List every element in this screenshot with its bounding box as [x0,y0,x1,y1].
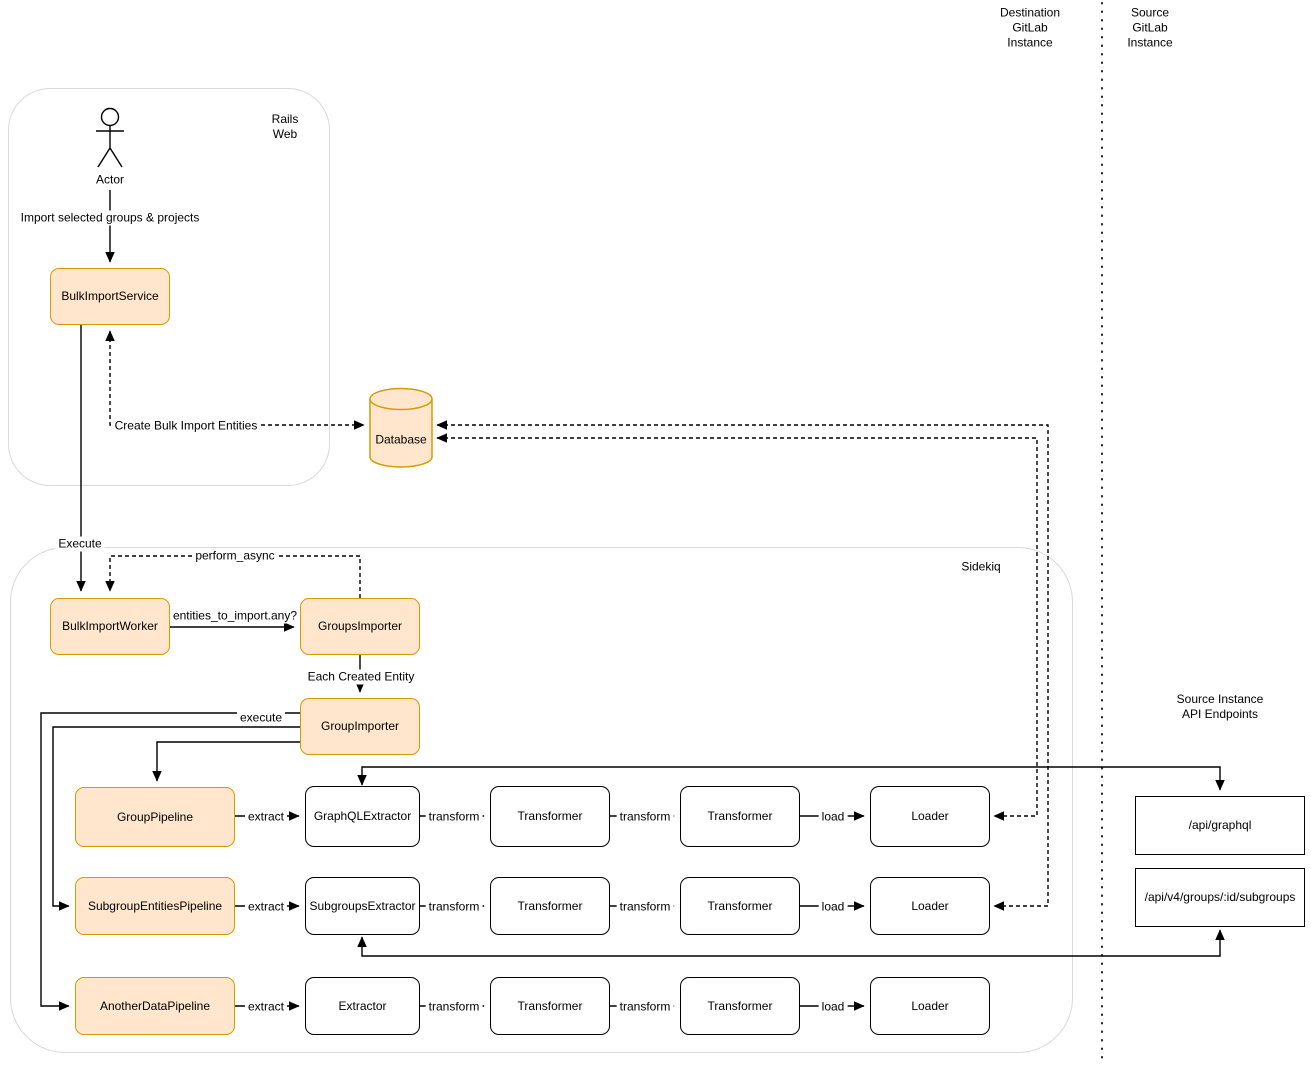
node-loader-row1: Loader [870,786,990,847]
node-transformer2-row2: Transformer [680,877,800,935]
edge-label-perform-async: perform_async [192,548,278,564]
node-groups-importer: GroupsImporter [300,598,420,655]
node-subgroup-entities-pipeline: SubgroupEntitiesPipeline [75,877,235,935]
node-transformer2-row3: Transformer [680,977,800,1035]
container-rails-web [8,88,330,486]
database-label: Database [375,432,427,447]
edge-label-import-selected: Import selected groups & projects [17,210,203,226]
node-graphql-extractor: GraphQLExtractor [305,786,420,847]
node-transformer1-row3: Transformer [490,977,610,1035]
node-bulk-import-service: BulkImportService [50,268,170,325]
node-transformer1-row2: Transformer [490,877,610,935]
edge-label-transform1-row1: transform [425,809,483,825]
node-subgroups-extractor: SubgroupsExtractor [305,877,420,935]
node-loader-row2: Loader [870,877,990,935]
edge-label-create-entities: Create Bulk Import Entities [111,418,261,434]
lane-label-source: Source GitLab Instance [1127,5,1173,50]
edge-label-transform2-row2: transform [616,899,674,915]
node-group-pipeline: GroupPipeline [75,787,235,847]
database-icon [369,387,433,468]
api-endpoint-subgroups: /api/v4/groups/:id/subgroups [1135,868,1305,927]
node-extractor-row3: Extractor [305,977,420,1035]
edge-label-entities-any: entities_to_import.any? [169,608,301,624]
node-transformer1-row1: Transformer [490,786,610,847]
edge-label-execute-lower: execute [236,710,286,726]
edge-label-each-created-entity: Each Created Entity [304,669,418,685]
edge-label-transform1-row3: transform [425,999,483,1015]
node-another-data-pipeline: AnotherDataPipeline [75,977,235,1035]
node-loader-row3: Loader [870,977,990,1035]
node-group-importer: GroupImporter [300,698,420,755]
container-label-sidekiq: Sidekiq [961,559,1001,574]
edge-label-extract-row1: extract [244,809,288,825]
lane-label-destination: Destination GitLab Instance [999,5,1061,50]
edge-label-load-row1: load [818,809,848,825]
edge-label-transform2-row3: transform [616,999,674,1015]
edge-label-load-row3: load [818,999,848,1015]
edge-label-extract-row3: extract [244,999,288,1015]
edge-label-transform2-row1: transform [616,809,674,825]
actor-label: Actor [95,172,125,187]
node-transformer2-row1: Transformer [680,786,800,847]
api-endpoint-graphql: /api/graphql [1135,796,1305,855]
node-bulk-import-worker: BulkImportWorker [50,598,170,655]
api-endpoints-title: Source Instance API Endpoints [1176,692,1264,721]
edge-label-transform1-row2: transform [425,899,483,915]
container-label-rails-web: Rails Web [271,112,299,141]
edge-label-extract-row2: extract [244,899,288,915]
edge-label-execute: Execute [55,536,105,552]
edge-label-load-row2: load [818,899,848,915]
